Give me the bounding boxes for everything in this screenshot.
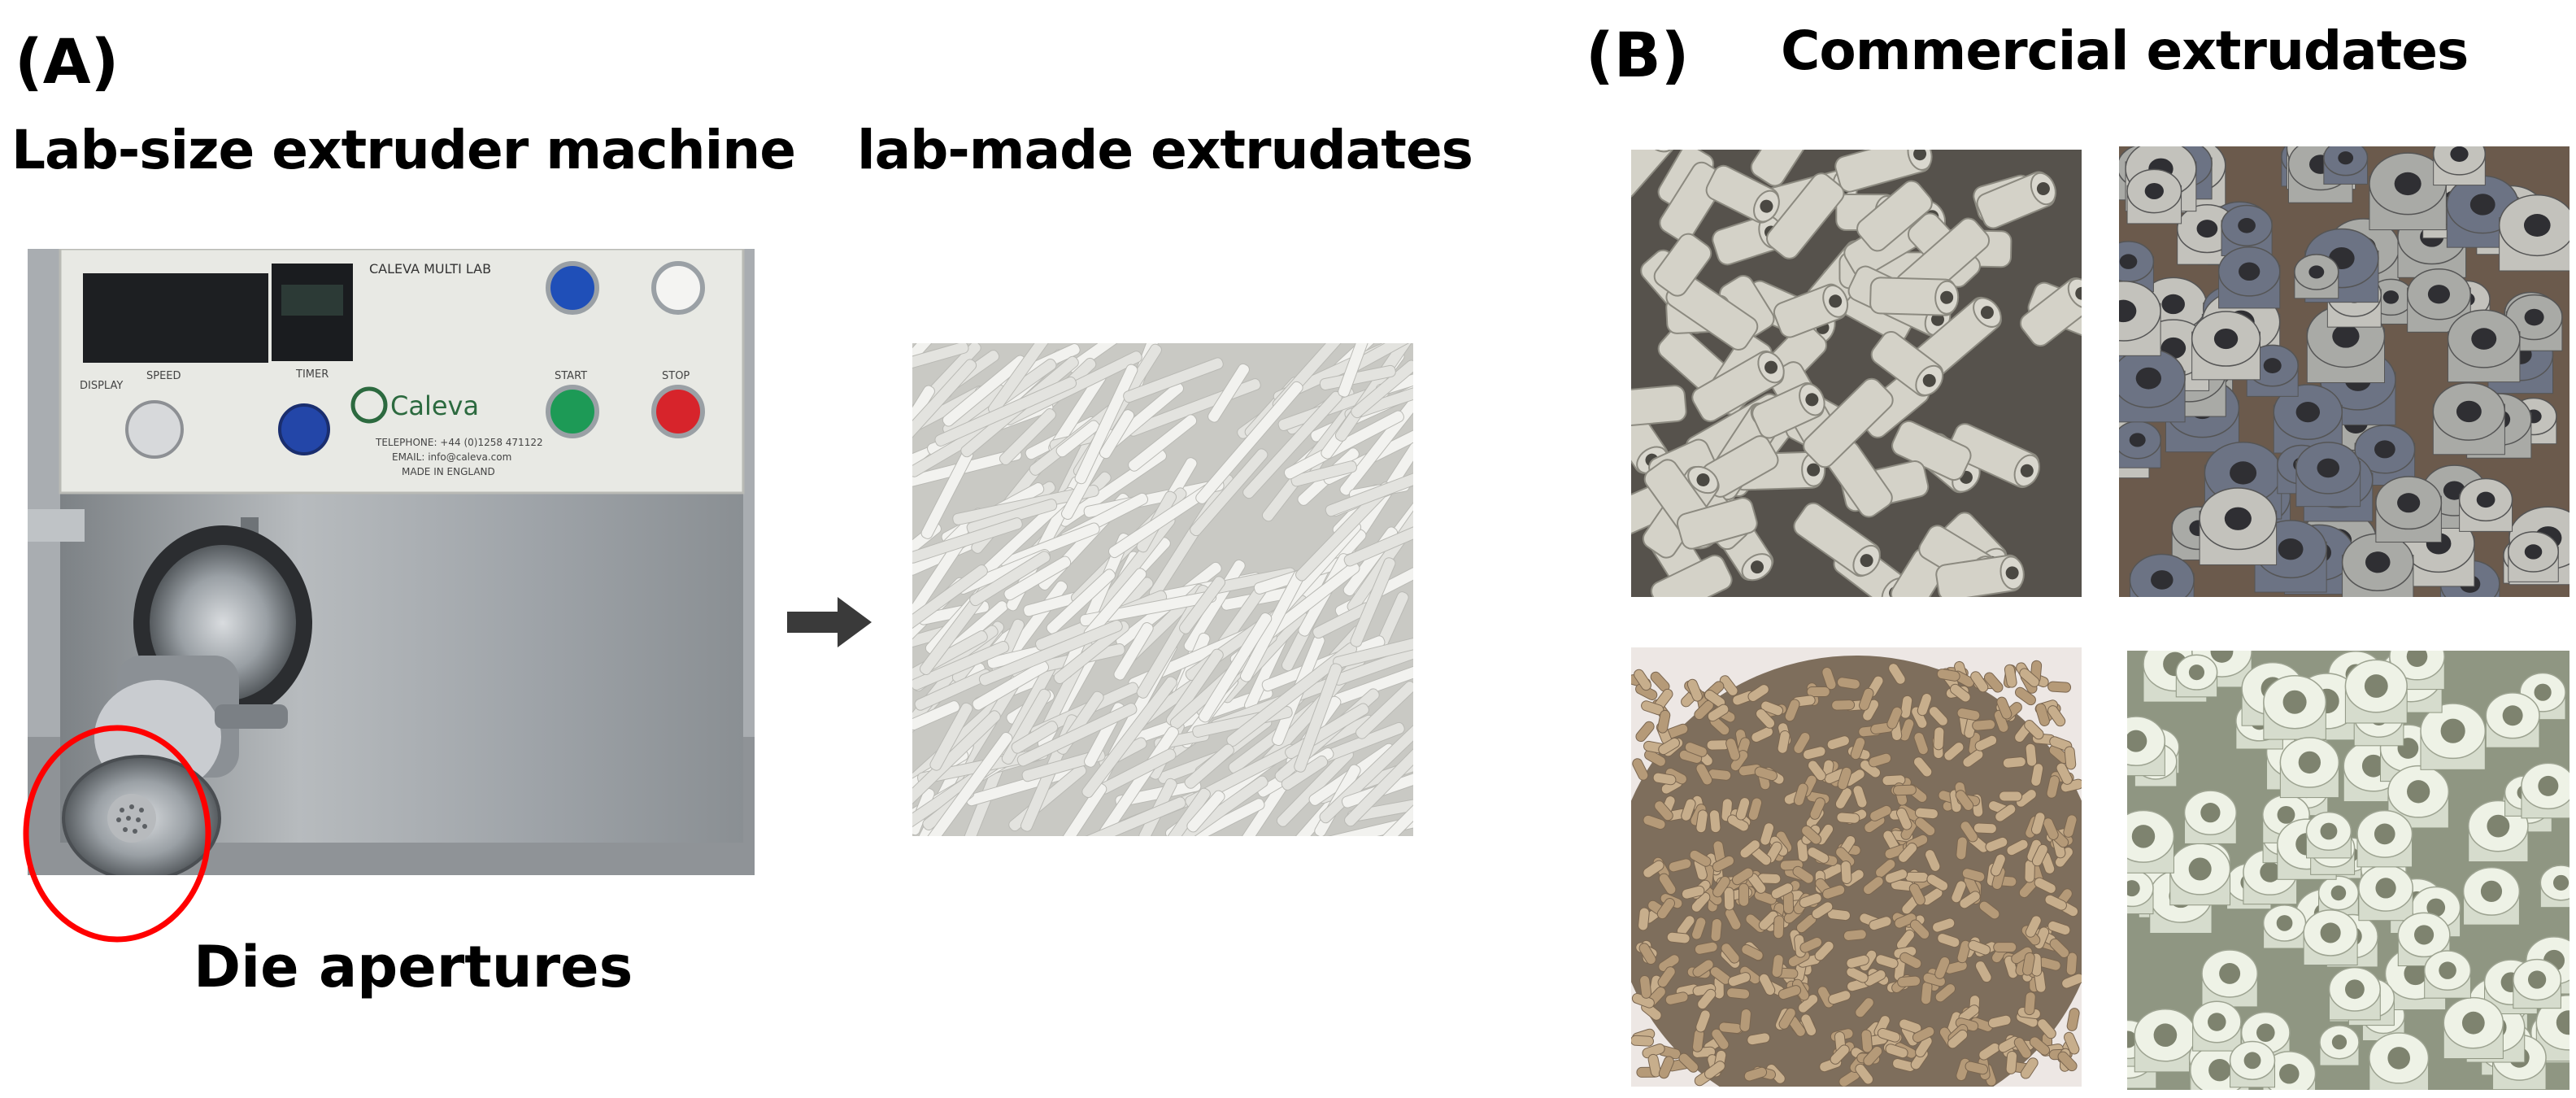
panel-b-label: (B) [1586, 19, 1690, 91]
contact-line-3: MADE IN ENGLAND [402, 466, 495, 477]
commercial-extrudate-photo-3 [1631, 647, 2082, 1087]
commercial-extrudate-photo-4 [2127, 651, 2569, 1090]
commercial-extrudate-photo-2 [2119, 146, 2569, 597]
timer-label: TIMER [295, 368, 329, 381]
commercial-title: Commercial extrudates [1781, 20, 2469, 82]
speed-display [83, 273, 268, 363]
caleva-logo: Caleva [390, 390, 479, 421]
die-highlight-ring [23, 725, 211, 943]
timer-knob [278, 403, 330, 455]
contact-line-2: EMAIL: info@caleva.com [392, 451, 511, 463]
commercial-extrudate-photo-1 [1631, 150, 2082, 597]
right-arrow-icon [787, 597, 872, 647]
contact-line-1: TELEPHONE: +44 (0)1258 471122 [375, 437, 543, 448]
white-button [651, 261, 705, 315]
lab-extrudates-photo [912, 343, 1413, 836]
panel-a-label: (A) [15, 25, 120, 98]
display-label: DISPLAY [80, 380, 123, 392]
stop-label: STOP [662, 370, 690, 382]
speed-label: SPEED [146, 370, 181, 382]
die-label: Die apertures [194, 934, 633, 1000]
product-title: lab-made extrudates [857, 119, 1473, 181]
start-label: START [555, 370, 587, 382]
start-button [546, 385, 599, 438]
machine-title: Lab-size extruder machine [11, 119, 796, 181]
speed-knob [125, 400, 184, 459]
stop-button [651, 385, 705, 438]
blue-button [546, 261, 599, 315]
brand-header: CALEVA MULTI LAB [369, 261, 491, 277]
extruder-machine-photo: CALEVA MULTI LAB DISPLAY SPEED TIMER Cal… [28, 249, 755, 875]
